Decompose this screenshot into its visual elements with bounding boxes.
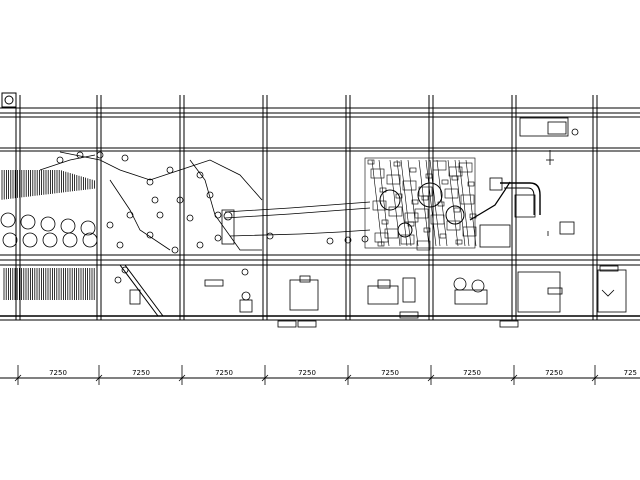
bay-dimension-5: 7250 (381, 369, 399, 377)
dryer-cylinder (40, 216, 56, 232)
bay-dimension-4: 7250 (298, 369, 316, 377)
press-component (439, 233, 447, 239)
felt-roll (196, 171, 204, 179)
bay-dimension-labels: 7250 7250 7250 7250 7250 7250 7250 725 (49, 369, 637, 377)
felt-roll (126, 211, 134, 219)
press-component (432, 160, 447, 171)
dryer-cylinder (0, 212, 16, 228)
press-strut (425, 159, 437, 247)
felt-roll (146, 178, 154, 186)
felt-roll (196, 241, 204, 249)
basement-hatching (3, 268, 95, 300)
press-component (384, 228, 399, 239)
bay-dimension-2: 7250 (132, 369, 150, 377)
bay-dimension-7: 7250 (545, 369, 563, 377)
felt-roll (186, 214, 194, 222)
dimension-chain (14, 365, 599, 385)
press-component (414, 208, 429, 219)
bay-dimension-8: 725 (624, 369, 637, 377)
felt-roll (151, 196, 159, 204)
felt-roll (166, 166, 174, 174)
dryer-cylinder (62, 232, 78, 248)
press-strut (436, 159, 448, 247)
building-frame (0, 92, 640, 379)
felt-roll (56, 156, 64, 164)
press-component (393, 161, 401, 167)
felt-roll (116, 241, 124, 249)
press-component (386, 174, 401, 185)
felt-roll (121, 154, 129, 162)
dryer-hood-hatching (1, 170, 95, 200)
felt-roll (214, 211, 222, 219)
bay-dimension-6: 7250 (463, 369, 481, 377)
press-component (462, 226, 477, 237)
press-component (421, 195, 429, 201)
felt-roll (96, 151, 104, 159)
dryer-section (0, 151, 263, 300)
press-component (367, 159, 375, 165)
press-strut (429, 159, 441, 247)
bay-dimension-3: 7250 (215, 369, 233, 377)
press-strut (378, 159, 390, 247)
press-component (372, 200, 387, 211)
press-component (467, 181, 475, 187)
press-component (370, 168, 385, 179)
press-component (409, 167, 417, 173)
press-component (416, 240, 431, 251)
felt-roll (114, 276, 122, 284)
press-strut (458, 159, 470, 247)
basement-equipment (129, 265, 627, 328)
dryer-cylinder (80, 220, 96, 236)
press-strut (407, 159, 419, 247)
press-strut (418, 159, 430, 247)
felt-roll (241, 268, 249, 276)
dryer-cylinder (42, 232, 58, 248)
press-component (455, 239, 463, 245)
felt-rolls (56, 151, 249, 284)
press-machinery-detail (367, 159, 477, 251)
press-component (395, 193, 403, 199)
press-section (221, 117, 579, 251)
press-component (453, 207, 461, 213)
press-strut (396, 159, 408, 247)
press-component (451, 175, 459, 181)
felt-roll (171, 246, 179, 254)
dryer-cylinders (0, 212, 98, 248)
dryer-cylinder (20, 214, 36, 230)
press-strut (447, 159, 459, 247)
press-component (377, 241, 385, 247)
press-component (458, 162, 473, 173)
dryer-cylinder (22, 232, 38, 248)
press-component (402, 180, 417, 191)
felt-roll (121, 266, 129, 274)
press-component (441, 179, 449, 185)
press-strut (454, 159, 466, 247)
dryer-cylinder (2, 232, 18, 248)
press-strut (465, 159, 477, 247)
press-component (411, 199, 419, 205)
dryer-cylinder (60, 218, 76, 234)
press-component (460, 194, 475, 205)
press-component (446, 220, 461, 231)
press-component (400, 234, 415, 245)
felt-roll (156, 211, 164, 219)
press-strut (371, 159, 383, 247)
felt-roll (176, 196, 184, 204)
bay-dimension-1: 7250 (49, 369, 67, 377)
press-component (381, 219, 389, 225)
felt-roll (76, 151, 84, 159)
dryer-cylinder (82, 232, 98, 248)
felt-roll (106, 221, 114, 229)
press-strut (400, 159, 412, 247)
press-component (404, 212, 419, 223)
felt-roll (214, 234, 222, 242)
